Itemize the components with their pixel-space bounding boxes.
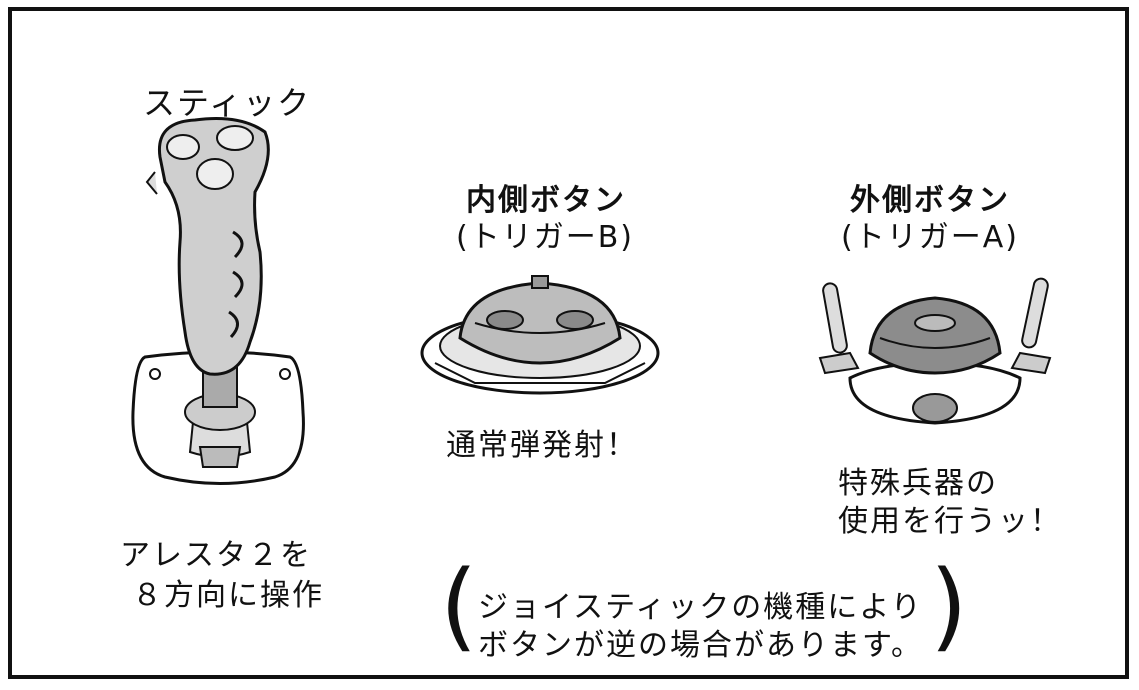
- inner-button-title: 内側ボタン: [466, 183, 626, 218]
- inner-button-illustration: [420, 275, 660, 395]
- inner-button-subtitle: (トリガーB): [456, 220, 634, 255]
- outer-button-subtitle: (トリガーA): [841, 220, 1019, 255]
- outer-button-title: 外側ボタン: [850, 183, 1010, 218]
- stick-description-line2: ８方向に操作: [132, 578, 324, 613]
- manual-frame: [8, 7, 1129, 679]
- right-parenthesis: ): [930, 550, 968, 662]
- stick-title: スティック: [143, 84, 312, 122]
- joystick-stick-illustration: [131, 117, 305, 485]
- stick-description-line1: アレスタ２を: [120, 538, 312, 573]
- outer-button-description-line1: 特殊兵器の: [838, 466, 998, 501]
- left-parenthesis: (: [440, 550, 478, 662]
- note-line2: ボタンが逆の場合があります。: [478, 628, 923, 663]
- outer-button-description-line2: 使用を行うッ！: [838, 504, 1062, 539]
- inner-button-description: 通常弾発射！: [446, 428, 638, 463]
- outer-button-illustration: [818, 277, 1052, 425]
- note-line1: ジョイスティックの機種により: [478, 590, 923, 625]
